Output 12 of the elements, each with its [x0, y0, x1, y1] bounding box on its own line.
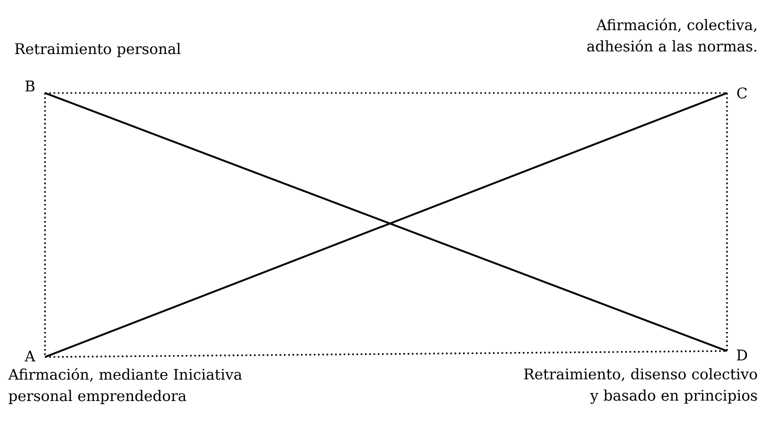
dotted-line — [726, 93, 728, 351]
corner-caption: Retraimiento personal — [15, 42, 181, 58]
corner-letter: B — [25, 80, 34, 92]
dotted-line — [44, 93, 46, 357]
corner-letter: A — [24, 350, 36, 362]
dotted-line — [45, 92, 727, 94]
dotted-line — [45, 350, 727, 358]
corner-caption: Retraimiento, disenso colectivo y basado en principios — [524, 368, 757, 404]
corner-caption: Afirmación, colectiva, adhesión a las normas. — [587, 18, 756, 52]
corner-letter: D — [736, 350, 748, 360]
corner-letter: C — [737, 87, 747, 99]
corner-caption: Afirmación, mediante Iniciativa personal emprendedora — [8, 368, 242, 404]
